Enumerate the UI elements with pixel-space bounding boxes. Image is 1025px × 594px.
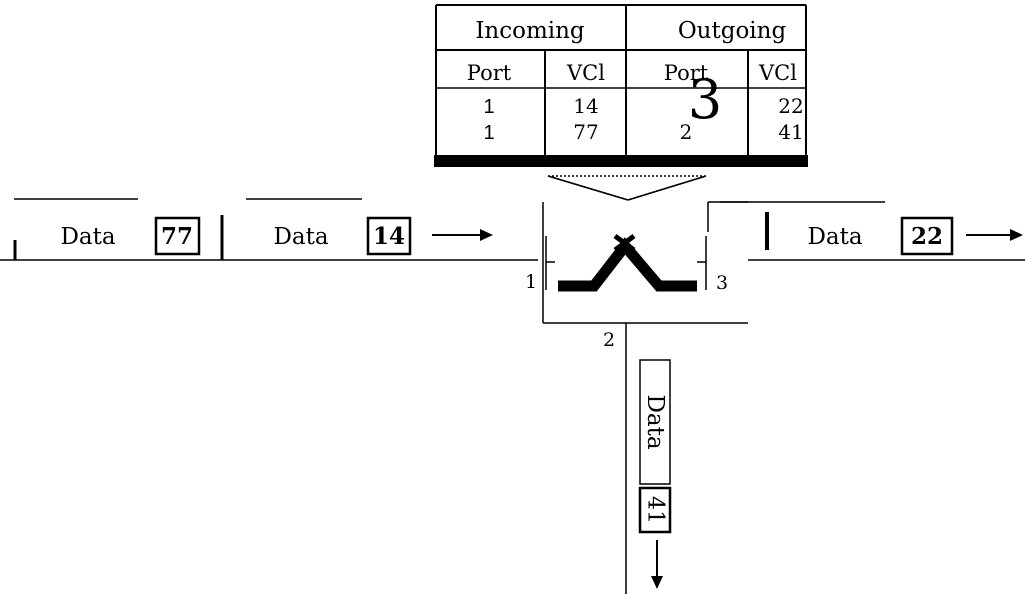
incoming-header: Incoming: [475, 18, 585, 44]
outgoing-down-data-box: [639, 359, 671, 485]
row-2-in-vci: 77: [573, 120, 598, 144]
incoming-cell-2-data: Data: [273, 224, 328, 250]
switch-port-3-label: 3: [716, 272, 728, 294]
outgoing-down-arrow-head: [651, 576, 663, 589]
row-1-out-vci: 22: [778, 94, 803, 118]
col-header-in-vci: VCl: [566, 61, 605, 85]
outgoing-link-port-2: Data 41: [625, 323, 672, 594]
col-header-in-port: Port: [467, 61, 512, 85]
row-1-in-vci: 14: [573, 94, 598, 118]
incoming-cell-1-data: Data: [60, 224, 115, 250]
table-bottom-bar: [434, 155, 808, 167]
incoming-link: Data 77 Data 14: [0, 198, 538, 261]
incoming-cell-2-header-box: [366, 216, 412, 256]
incoming-cell-1-header-box: [154, 216, 201, 256]
outgoing-link-port-3: Data 22: [720, 201, 1025, 261]
outgoing-right-vci: 22: [911, 223, 943, 250]
switch-fabric-icon: [558, 237, 697, 292]
col-header-out-vci: VCl: [758, 61, 797, 85]
row-1-in-port: 1: [483, 96, 494, 118]
outgoing-header: Outgoing: [678, 18, 787, 44]
row-2-out-port: 2: [680, 120, 693, 144]
row-2-out-vci: 41: [778, 120, 803, 144]
row-2-in-port: 1: [483, 122, 494, 144]
incoming-cell-2-vci: 14: [373, 223, 405, 250]
table-to-switch-funnel: [547, 175, 707, 201]
col-header-out-port: Port: [664, 61, 709, 85]
incoming-arrow-head: [480, 229, 493, 241]
incoming-cell-1-vci: 77: [161, 223, 193, 250]
outgoing-down-data: Data: [642, 394, 668, 449]
switch: 1 3 2: [525, 201, 748, 351]
row-1-out-port: 3: [688, 68, 722, 131]
outgoing-right-arrow-head: [1010, 229, 1023, 241]
switch-port-2-label: 2: [603, 329, 615, 351]
outgoing-right-header-box: [900, 216, 954, 256]
switch-port-1-label: 1: [525, 271, 537, 293]
outgoing-right-data: Data: [807, 224, 862, 250]
outgoing-down-header-box: [638, 486, 672, 534]
outgoing-down-vci: 41: [643, 496, 668, 524]
switching-table: Incoming Outgoing Port VCl Port VCl 1 14…: [434, 4, 808, 167]
